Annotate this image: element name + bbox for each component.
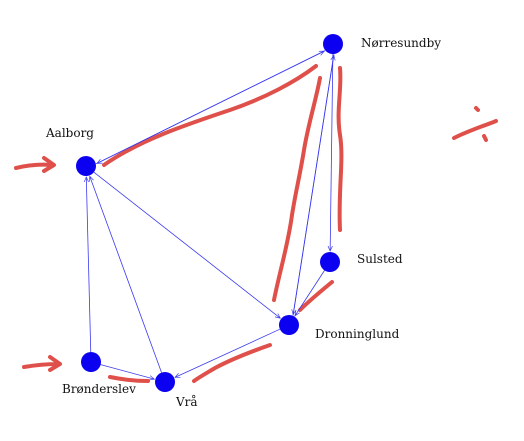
node-label-bronderslev: Brønderslev [62, 382, 136, 396]
node-sulsted[interactable] [320, 252, 340, 272]
edge-vra-to-aalborg [90, 176, 162, 373]
annotation-division-mark [452, 106, 498, 142]
edge-sulsted-to-dronninglund [295, 270, 325, 315]
node-label-norresundby: Nørresundby [361, 36, 441, 50]
annotation-strokes [14, 64, 498, 383]
graph-nodes [76, 34, 343, 392]
annotation-start-arrow-bronderslev [22, 355, 62, 372]
annotation-sulsted-dronninglund [298, 280, 334, 312]
graph-edges [86, 50, 335, 380]
edge-norresundby-to-aalborg [97, 50, 326, 164]
edge-norresundby-to-dronninglund [293, 54, 335, 314]
annotation-aalborg-norresundby [102, 64, 318, 167]
node-vra[interactable] [155, 372, 175, 392]
annotation-norresundby-sulsted-right [336, 66, 344, 232]
node-dronninglund[interactable] [279, 315, 299, 335]
node-bronderslev[interactable] [81, 352, 101, 372]
node-label-sulsted: Sulsted [357, 252, 403, 266]
edge-aalborg-to-dronninglund [93, 171, 280, 318]
node-label-dronninglund: Dronninglund [315, 327, 400, 341]
annotation-dronninglund-vra [192, 343, 272, 383]
edge-norresundby-to-sulsted [330, 53, 334, 251]
node-label-vra: Vrå [175, 394, 198, 409]
edge-dronninglund-to-vra [175, 328, 281, 378]
edge-bronderslev-to-vra [100, 364, 155, 380]
edge-bronderslev-to-aalborg [86, 177, 92, 353]
graph-labels: NørresundbyAalborgSulstedDronninglundBrø… [45, 36, 441, 409]
node-norresundby[interactable] [323, 34, 343, 54]
node-label-aalborg: Aalborg [45, 126, 94, 140]
annotation-norresundby-dronninglund-left [272, 76, 322, 302]
annotation-start-arrow-aalborg [14, 156, 56, 173]
node-aalborg[interactable] [76, 156, 96, 176]
annotation-bronderslev-vra [108, 375, 150, 383]
